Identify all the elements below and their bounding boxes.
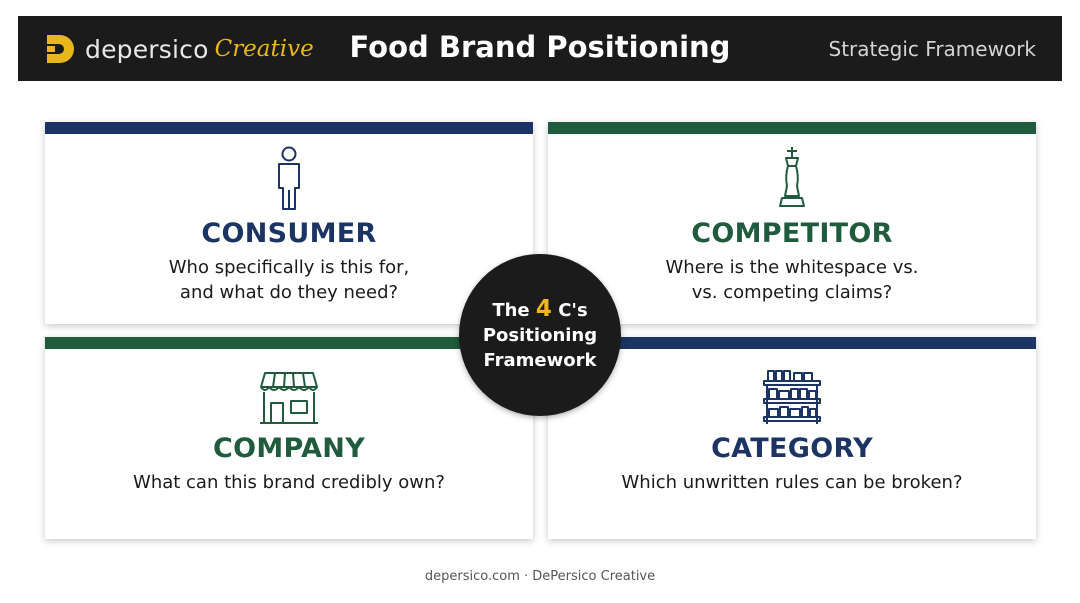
card-accent-bar xyxy=(45,122,533,134)
card-question-line1: Where is the whitespace vs. xyxy=(665,257,919,278)
card-question-line2: and what do they need? xyxy=(179,282,399,303)
page-subtitle: Strategic Framework xyxy=(828,37,1036,61)
card-company: COMPANY What can this brand credibly own… xyxy=(45,337,533,539)
card-title: CONSUMER xyxy=(201,218,377,249)
logo-d-icon xyxy=(47,35,74,63)
card-consumer: CONSUMER Who specifically is this for, a… xyxy=(45,122,533,324)
card-question-line2: vs. competing claims? xyxy=(691,282,893,303)
card-question-line1: Which unwritten rules can be broken? xyxy=(621,472,963,493)
framework-center-badge: The 4 C's Positioning Framework xyxy=(459,254,621,416)
grocery-shelf-icon xyxy=(763,370,821,424)
footer-credit[interactable]: depersico.com · DePersico Creative xyxy=(424,569,656,584)
card-accent-bar xyxy=(548,122,1036,134)
card-accent-bar xyxy=(548,337,1036,349)
card-competitor: COMPETITOR Where is the whitespace vs. v… xyxy=(548,122,1036,324)
center-suffix: C's xyxy=(558,300,588,321)
person-icon xyxy=(278,146,300,210)
card-accent-bar xyxy=(45,337,533,349)
card-title: CATEGORY xyxy=(711,433,873,464)
chess-king-icon xyxy=(779,147,805,207)
card-title: COMPANY xyxy=(212,433,366,464)
brand-script: Creative xyxy=(214,36,314,62)
center-line3: Framework xyxy=(483,350,597,371)
page-title: Food Brand Positioning xyxy=(349,30,731,64)
center-number: 4 xyxy=(535,296,552,322)
center-line1: The 4 C's xyxy=(492,297,587,323)
brand-word: depersico xyxy=(85,34,209,64)
brand-logo[interactable]: depersico Creative xyxy=(44,32,314,66)
card-title: COMPETITOR xyxy=(691,218,893,249)
card-category: CATEGORY Which unwritten rules can be br… xyxy=(548,337,1036,539)
card-question-line1: Who specifically is this for, xyxy=(168,257,410,278)
center-prefix: The xyxy=(492,300,530,321)
card-question-line1: What can this brand credibly own? xyxy=(133,472,445,493)
header-bar: depersico Creative Food Brand Positionin… xyxy=(18,16,1062,81)
storefront-icon xyxy=(260,372,318,424)
center-line2: Positioning xyxy=(482,325,598,346)
